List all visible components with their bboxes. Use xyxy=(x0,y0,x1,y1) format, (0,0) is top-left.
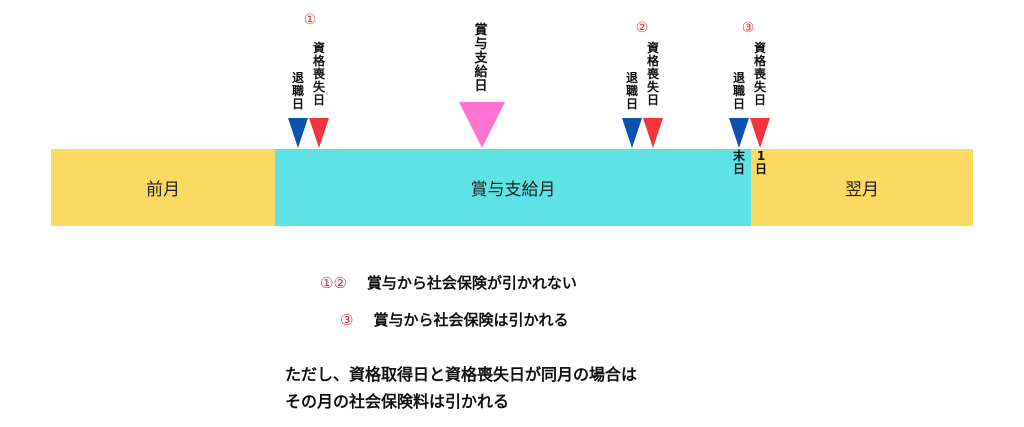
case3-number: ③ xyxy=(741,20,755,36)
bonus-date-marker xyxy=(459,102,505,148)
case2-loss-marker xyxy=(643,118,663,148)
prev-month-label: 前月 xyxy=(146,180,180,200)
case2-loss-label: 資格喪失日 xyxy=(646,41,659,107)
timeline-prev-month: 前月 xyxy=(51,149,275,226)
case3-retire-label: 退職日 xyxy=(732,71,745,111)
case2-number: ② xyxy=(635,20,649,36)
case1-number: ① xyxy=(303,12,317,28)
timeline-next-month: 翌月 xyxy=(751,149,973,226)
case1-retire-label: 退職日 xyxy=(291,71,304,111)
case2-retire-label: 退職日 xyxy=(625,71,638,111)
next-month-label: 翌月 xyxy=(845,180,879,200)
case3-first-day-label: 1日 xyxy=(754,149,767,176)
legend-2-marks: ③ xyxy=(340,311,354,329)
legend-1-text: 賞与から社会保険が引かれない xyxy=(366,274,577,292)
timeline-bonus-month: 賞与支給月 xyxy=(275,149,751,226)
case1-retire-marker xyxy=(288,118,308,148)
note-line-1: ただし、資格取得日と資格喪失日が同月の場合は xyxy=(285,365,638,384)
case1-loss-label: 資格喪失日 xyxy=(312,41,325,107)
legend-1-marks: ①② xyxy=(320,274,347,292)
case3-retire-marker xyxy=(729,118,749,148)
case3-loss-marker xyxy=(750,118,770,148)
legend-row-1: ①② 賞与から社会保険が引かれない xyxy=(320,272,577,293)
legend-row-2: ③ 賞与から社会保険は引かれる xyxy=(340,309,568,330)
case3-loss-label: 資格喪失日 xyxy=(753,41,766,107)
case2-retire-marker xyxy=(622,118,642,148)
case3-month-end-label: 末日 xyxy=(732,149,745,176)
note-line-2: その月の社会保険料は引かれる xyxy=(285,392,510,411)
case1-loss-marker xyxy=(309,118,329,148)
bonus-date-label: 賞与支給日 xyxy=(474,23,488,94)
bonus-month-label: 賞与支給月 xyxy=(470,180,556,200)
legend-2-text: 賞与から社会保険は引かれる xyxy=(373,311,569,329)
